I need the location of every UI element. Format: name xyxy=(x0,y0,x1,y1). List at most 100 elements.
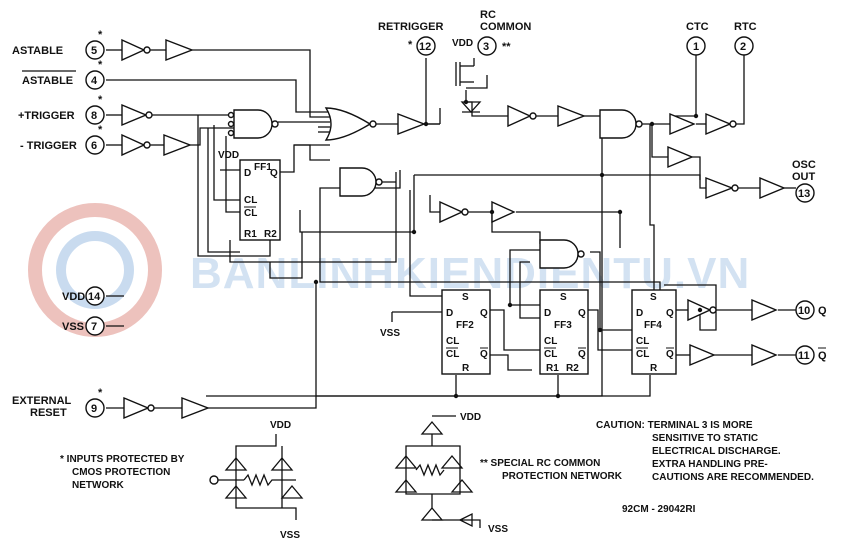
pin-11 xyxy=(795,345,815,365)
svg-text:2: 2 xyxy=(740,41,746,53)
junction-dots xyxy=(313,99,703,399)
special-rc-note-1: ** SPECIAL RC COMMON xyxy=(480,458,600,469)
inputs-protected-note-3: NETWORK xyxy=(72,480,124,491)
pin-10 xyxy=(795,300,815,320)
svg-text:6: 6 xyxy=(91,140,97,152)
svg-text:D: D xyxy=(636,308,643,319)
svg-text:FF3: FF3 xyxy=(554,320,572,331)
svg-text:VDD: VDD xyxy=(460,412,481,423)
svg-text:OUT: OUT xyxy=(792,171,816,183)
svg-text:CL: CL xyxy=(446,336,459,347)
svg-text:RC: RC xyxy=(480,9,496,21)
caution-line-1: CAUTION: TERMINAL 3 IS MORE xyxy=(596,420,753,431)
svg-text:FF1: FF1 xyxy=(254,162,272,173)
astable-label: ASTABLE xyxy=(12,45,63,57)
svg-text:8: 8 xyxy=(91,110,97,122)
svg-text:Q: Q xyxy=(480,308,488,319)
svg-text:FF2: FF2 xyxy=(456,320,474,331)
svg-text:Q: Q xyxy=(818,350,827,362)
pin-7 xyxy=(85,316,105,336)
inputs-protected-note-1: * INPUTS PROTECTED BY xyxy=(60,454,185,465)
svg-text:R: R xyxy=(462,363,470,374)
svg-text:RESET: RESET xyxy=(30,407,67,419)
svg-text:R1: R1 xyxy=(244,229,257,240)
svg-text:FF4: FF4 xyxy=(644,320,662,331)
flip-flop-ff4: S D Q FF4 CL CL Q R xyxy=(631,289,677,375)
svg-text:4: 4 xyxy=(91,75,98,87)
svg-text:D: D xyxy=(544,308,551,319)
svg-text:EXTERNAL: EXTERNAL xyxy=(12,395,72,407)
svg-text:OSC: OSC xyxy=(792,159,816,171)
svg-text:D: D xyxy=(446,308,453,319)
svg-text:Q: Q xyxy=(818,305,827,317)
svg-text:7: 7 xyxy=(91,321,97,333)
pins: ASTABLE 5 * ASTABLE 4 * +TRIGGER 8 * - T… xyxy=(12,9,827,419)
caution-line-5: CAUTIONS ARE RECOMMENDED. xyxy=(652,472,814,483)
svg-text:VSS: VSS xyxy=(488,524,508,535)
svg-text:CL: CL xyxy=(244,208,257,219)
svg-text:Q: Q xyxy=(666,308,674,319)
svg-text:9: 9 xyxy=(91,403,97,415)
rtc-label: RTC xyxy=(734,21,757,33)
svg-text:CL: CL xyxy=(636,349,649,360)
retrigger-label: RETRIGGER xyxy=(378,21,443,33)
svg-text:CL: CL xyxy=(446,349,459,360)
svg-text:5: 5 xyxy=(91,45,97,57)
astable-bar-label: ASTABLE xyxy=(22,75,73,87)
logic-gates xyxy=(121,38,786,420)
vss-label: VSS xyxy=(62,321,84,333)
vdd-label: VDD xyxy=(62,291,85,303)
svg-text:VSS: VSS xyxy=(280,530,300,541)
svg-text:D: D xyxy=(244,168,251,179)
svg-text:Q: Q xyxy=(578,349,586,360)
svg-text:R2: R2 xyxy=(264,229,277,240)
caution-line-3: ELECTRICAL DISCHARGE. xyxy=(652,446,781,457)
svg-text:CL: CL xyxy=(244,195,257,206)
svg-text:11: 11 xyxy=(798,350,810,362)
svg-text:Q: Q xyxy=(480,349,488,360)
pin-6 xyxy=(85,135,105,155)
svg-text:*: * xyxy=(98,387,103,399)
svg-text:R: R xyxy=(650,363,658,374)
pin-14 xyxy=(85,286,105,306)
svg-text:14: 14 xyxy=(88,291,101,303)
svg-text:Q: Q xyxy=(666,349,674,360)
caution-line-4: EXTRA HANDLING PRE- xyxy=(652,459,768,470)
ptrigger-label: +TRIGGER xyxy=(18,110,75,122)
svg-text:Q: Q xyxy=(578,308,586,319)
pin-13 xyxy=(795,183,815,203)
rc-vdd: VDD xyxy=(452,38,473,49)
ntrigger-label: - TRIGGER xyxy=(20,140,77,152)
svg-text:S: S xyxy=(650,292,657,303)
wiring xyxy=(106,49,796,409)
svg-text:*: * xyxy=(98,124,103,136)
pin-12 xyxy=(416,36,436,56)
svg-text:*: * xyxy=(98,59,103,71)
svg-text:1: 1 xyxy=(693,41,699,53)
ctc-label: CTC xyxy=(686,21,709,33)
ff1-vdd: VDD xyxy=(218,150,239,161)
star-mark: * xyxy=(98,29,103,41)
pin-3 xyxy=(477,36,497,56)
svg-text:VDD: VDD xyxy=(270,420,291,431)
svg-text:10: 10 xyxy=(798,305,810,317)
pin-5 xyxy=(85,40,105,60)
notes: * INPUTS PROTECTED BY CMOS PROTECTION NE… xyxy=(60,420,814,515)
pin-4 xyxy=(85,70,105,90)
special-rc-note-2: PROTECTION NETWORK xyxy=(502,471,623,482)
svg-text:CL: CL xyxy=(544,349,557,360)
svg-text:S: S xyxy=(560,292,567,303)
cmos-protection-network: VDD VSS xyxy=(209,420,304,541)
svg-text:CL: CL xyxy=(544,336,557,347)
svg-text:12: 12 xyxy=(419,41,431,53)
ff2-vss: VSS xyxy=(380,328,400,339)
rc-protection-network: VDD VSS xyxy=(394,412,508,535)
flip-flop-ff3: S D Q FF3 CL CL Q R1 R2 xyxy=(539,289,589,375)
inputs-protected-note-2: CMOS PROTECTION xyxy=(72,467,170,478)
svg-text:*: * xyxy=(98,94,103,106)
pin-8 xyxy=(85,105,105,125)
svg-text:Q: Q xyxy=(270,168,278,179)
pin-9 xyxy=(85,398,105,418)
svg-text:COMMON: COMMON xyxy=(480,21,531,33)
